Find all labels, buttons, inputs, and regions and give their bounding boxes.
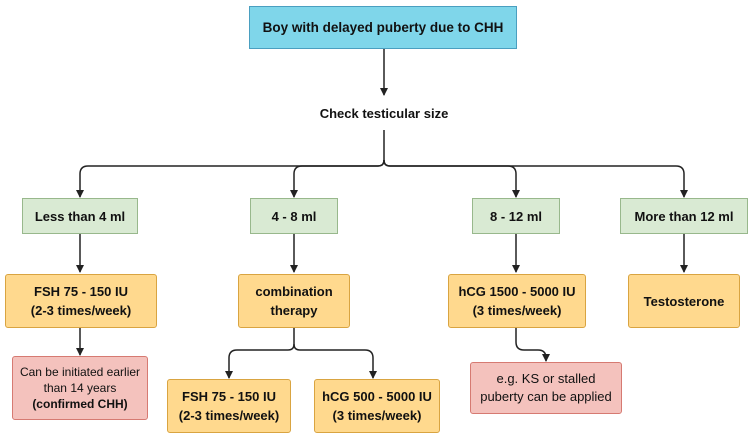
treatment-line: (2-3 times/week) bbox=[178, 408, 280, 423]
note-early-initiation: Can be initiated earlier than 14 years (… bbox=[12, 356, 148, 420]
combination-split-left bbox=[225, 327, 295, 379]
treatment-line: therapy bbox=[270, 303, 318, 318]
note-ks-stalled: e.g. KS or stalled puberty can be applie… bbox=[470, 362, 622, 414]
treatment-fsh: FSH 75 - 150 IU (2-3 times/week) bbox=[5, 274, 157, 328]
range-box-8-12: 8 - 12 ml bbox=[472, 198, 560, 234]
treatment-hcg: hCG 1500 - 5000 IU (3 times/week) bbox=[448, 274, 586, 328]
range-label: Less than 4 ml bbox=[34, 208, 126, 224]
treatment-combination: combination therapy bbox=[238, 274, 350, 328]
treatment-line: combination bbox=[255, 284, 333, 299]
note-line: puberty can be applied bbox=[480, 389, 612, 404]
treatment-line: (3 times/week) bbox=[472, 303, 562, 318]
title-box: Boy with delayed puberty due to CHH bbox=[249, 6, 517, 49]
treatment-line: FSH 75 - 150 IU bbox=[34, 284, 128, 299]
treatment-line: (2-3 times/week) bbox=[30, 303, 132, 318]
treatment-line: FSH 75 - 150 IU bbox=[182, 389, 276, 404]
combination-part-hcg: hCG 500 - 5000 IU (3 times/week) bbox=[314, 379, 440, 433]
range-label: 8 - 12 ml bbox=[489, 208, 543, 224]
treatment-line: Testosterone bbox=[643, 293, 725, 309]
range-label: More than 12 ml bbox=[634, 208, 734, 224]
note-line: (confirmed CHH) bbox=[32, 397, 128, 411]
treatment-line: hCG 1500 - 5000 IU bbox=[458, 284, 576, 299]
range-box-4-8: 4 - 8 ml bbox=[250, 198, 338, 234]
combination-part-fsh: FSH 75 - 150 IU (2-3 times/week) bbox=[167, 379, 291, 433]
decision-label: Check testicular size bbox=[319, 106, 449, 121]
note-line: e.g. KS or stalled bbox=[496, 371, 596, 386]
treatment-testosterone: Testosterone bbox=[628, 274, 740, 328]
note-line: Can be initiated earlier bbox=[19, 365, 141, 379]
note-line: than 14 years bbox=[43, 381, 117, 395]
branch-2-connector bbox=[290, 159, 385, 198]
range-box-more-than-12: More than 12 ml bbox=[620, 198, 748, 234]
arrow-hcg-to-note bbox=[515, 327, 550, 362]
range-label: 4 - 8 ml bbox=[271, 208, 317, 224]
branch-4-connector bbox=[383, 159, 688, 198]
title-text: Boy with delayed puberty due to CHH bbox=[262, 20, 504, 35]
range-box-less-than-4: Less than 4 ml bbox=[22, 198, 138, 234]
combination-split-right bbox=[293, 343, 377, 379]
treatment-line: hCG 500 - 5000 IU bbox=[322, 389, 432, 404]
treatment-line: (3 times/week) bbox=[332, 408, 422, 423]
